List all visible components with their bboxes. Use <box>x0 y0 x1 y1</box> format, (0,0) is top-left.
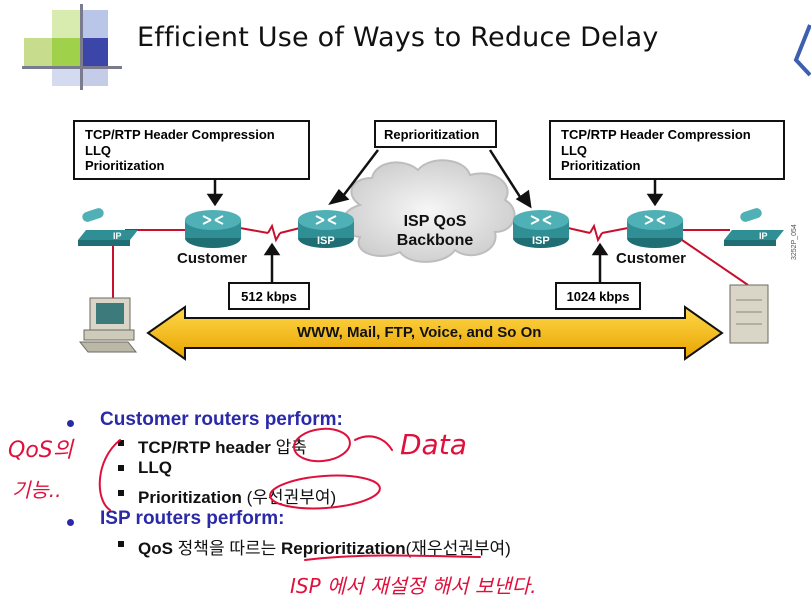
isp-router-label: ISP <box>317 235 335 247</box>
annotation-qos: QoS의 <box>8 438 73 463</box>
left-feature-1: TCP/RTP Header Compression <box>85 127 275 142</box>
customer-item-3: Prioritization (우선권부여) <box>138 483 336 508</box>
isp-item-1-part-2: 정책을 따르는 <box>177 539 281 558</box>
phone-ip-label: IP <box>113 231 122 241</box>
left-features-box: TCP/RTP Header Compression LLQ Prioritiz… <box>73 120 310 180</box>
customer-item-2: LLQ <box>138 458 172 478</box>
links <box>112 223 749 305</box>
bullet-square <box>118 465 124 471</box>
ip-phone-icon <box>78 208 138 246</box>
server-icon <box>729 284 769 344</box>
annotation-function: 기능.. <box>12 478 62 502</box>
isp-router-icon <box>298 210 354 248</box>
bullet-dot <box>67 519 74 526</box>
slide-logo <box>22 4 122 90</box>
customer-heading: Customer routers perform: <box>100 409 343 430</box>
customer-item-1-text: TCP/RTP header <box>138 438 276 457</box>
right-feature-3: Prioritization <box>561 158 641 173</box>
cloud-label-line-1: ISP QoS <box>403 213 467 230</box>
isp-router-label: ISP <box>532 235 550 247</box>
bullet-square <box>118 440 124 446</box>
right-rate-box: 1024 kbps <box>555 282 641 310</box>
cloud-label-line-2: Backbone <box>396 232 474 249</box>
reprioritization-box: Reprioritization <box>374 120 497 148</box>
network-diagram: 3252P_054 <box>78 149 798 361</box>
pointer-arrows <box>206 149 664 284</box>
annotation-bottom: ISP 에서 재설정 해서 보낸다. <box>290 574 537 598</box>
isp-router-icon <box>513 210 569 248</box>
router-icon <box>185 210 241 248</box>
annotation-data: Data <box>400 428 467 461</box>
right-features-box: TCP/RTP Header Compression LLQ Prioritiz… <box>549 120 785 180</box>
left-feature-3: Prioritization <box>85 158 165 173</box>
phone-ip-label: IP <box>759 231 768 241</box>
pc-icon <box>78 297 138 353</box>
customer-item-1-extra: 압축 <box>275 438 307 457</box>
left-rate-label: 512 kbps <box>241 289 297 304</box>
left-customer-label: Customer <box>177 250 248 267</box>
customer-item-1: TCP/RTP header 압축 <box>138 433 307 458</box>
traffic-label: WWW, Mail, FTP, Voice, and So On <box>297 324 542 341</box>
isp-heading: ISP routers perform: <box>100 508 285 529</box>
cloud-label: ISP QoS Backbone <box>385 212 485 250</box>
ip-phone-icon <box>724 208 784 246</box>
side-code: 3252P_054 <box>791 224 798 260</box>
router-icon <box>627 210 683 248</box>
left-rate-box: 512 kbps <box>228 282 310 310</box>
isp-item-1: QoS 정책을 따르는 Reprioritization(재우선권부여) <box>138 534 511 559</box>
right-customer-label: Customer <box>616 250 687 267</box>
left-feature-2: LLQ <box>85 142 111 158</box>
isp-cloud <box>341 159 516 263</box>
customer-item-2-text: LLQ <box>138 458 172 477</box>
page-title: Efficient Use of Ways to Reduce Delay <box>137 22 659 53</box>
corner-logo-icon <box>793 24 811 77</box>
customer-item-3-text: Prioritization <box>138 488 247 507</box>
bullet-square <box>118 541 124 547</box>
bullet-dot <box>67 420 74 427</box>
isp-item-1-part-3: Reprioritization <box>280 539 406 558</box>
isp-item-1-part-4: (재우선권부여) <box>405 539 511 558</box>
reprioritization-label: Reprioritization <box>384 127 480 142</box>
right-feature-1: TCP/RTP Header Compression <box>561 127 751 142</box>
annotation-strokes <box>98 427 481 561</box>
isp-item-1-part-1: QoS <box>138 539 178 558</box>
right-rate-label: 1024 kbps <box>566 289 630 304</box>
traffic-arrow <box>146 305 724 361</box>
customer-item-3-extra: (우선권부여) <box>246 488 337 507</box>
right-feature-2: LLQ <box>561 142 587 158</box>
bullet-square <box>118 490 124 496</box>
